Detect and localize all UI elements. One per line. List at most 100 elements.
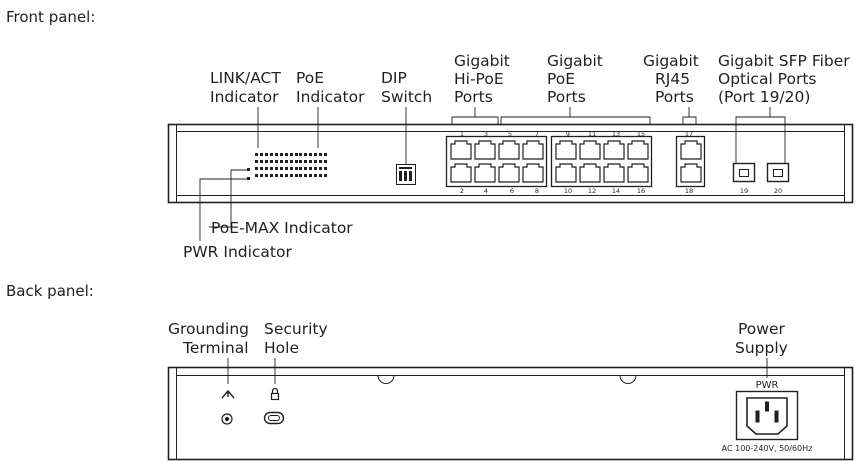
port-number: 6	[509, 187, 515, 195]
sfp-ports-label-line3: (Port 19/20)	[718, 88, 811, 106]
poe-led	[304, 153, 307, 156]
rj45-ports-label-line1: Gigabit	[643, 52, 699, 70]
port-number: 17	[684, 130, 694, 138]
poe-led	[314, 153, 317, 156]
link-act-led	[275, 153, 278, 156]
poe-led	[309, 167, 312, 170]
link-act-led	[285, 174, 288, 177]
poe-max-indicator-label: PoE-MAX Indicator	[211, 219, 353, 237]
poe-led	[314, 160, 317, 163]
rj45-port	[555, 163, 577, 183]
rj45-port	[498, 140, 520, 160]
rj45-port	[680, 140, 702, 160]
poe-indicator-label-line1: PoE	[296, 69, 325, 87]
link-act-led	[270, 167, 273, 170]
port-number: 1	[459, 130, 465, 138]
link-act-led	[255, 167, 258, 170]
poe-led	[314, 174, 317, 177]
sfp-ports-label-line1: Gigabit SFP Fiber	[718, 52, 850, 70]
dip-switch-icon	[396, 164, 416, 185]
dip-switch-label-line1: DIP	[381, 69, 407, 87]
rj45-port-block	[675, 135, 706, 188]
rj45-port	[498, 163, 520, 183]
ac-spec-label: AC 100-240V, 50/60Hz	[721, 444, 813, 453]
link-act-led	[260, 160, 263, 163]
link-act-led	[295, 167, 298, 170]
rj45-port-block	[445, 135, 548, 188]
port-number: 9	[565, 130, 571, 138]
port-number: 8	[534, 187, 540, 195]
back-leaders	[227, 358, 768, 384]
port-number: 7	[534, 130, 540, 138]
poe-max-led	[247, 168, 250, 171]
link-act-led	[260, 167, 263, 170]
poe-ports-label-line3: Ports	[547, 88, 586, 106]
link-act-led	[280, 167, 283, 170]
poe-led	[299, 153, 302, 156]
power-inlet-icon	[735, 390, 799, 441]
pwr-led	[247, 177, 250, 180]
pwr-port-label: PWR	[755, 380, 779, 391]
security-hole-label-line1: Security	[264, 320, 328, 338]
rj45-port	[450, 163, 472, 183]
dip-switch-label-line2: Switch	[381, 88, 433, 106]
link-act-led	[295, 153, 298, 156]
port-number: 2	[459, 187, 465, 195]
rj45-port	[450, 140, 472, 160]
rj45-port	[579, 140, 601, 160]
rj45-ports-label-line2: RJ45	[655, 70, 691, 88]
rj45-port	[627, 140, 649, 160]
callout-leaders	[199, 107, 786, 241]
link-act-led	[285, 160, 288, 163]
port-number: 10	[563, 187, 573, 195]
sfp-port-number: 20	[773, 187, 783, 195]
port-number: 12	[587, 187, 597, 195]
rj45-port	[680, 163, 702, 183]
link-act-label-line1: LINK/ACT	[210, 69, 281, 87]
sfp-ports-label-line2: Optical Ports	[718, 70, 817, 88]
link-act-led	[280, 153, 283, 156]
rj45-port-blocks	[445, 135, 706, 188]
poe-led	[319, 153, 322, 156]
poe-led	[304, 167, 307, 170]
port-number: 4	[483, 187, 489, 195]
port-number: 11	[587, 130, 597, 138]
link-act-led	[265, 153, 268, 156]
link-act-led	[270, 153, 273, 156]
link-act-led	[260, 153, 263, 156]
port-number: 5	[507, 130, 513, 138]
link-act-led	[255, 174, 258, 177]
poe-indicator-label-line2: Indicator	[296, 88, 365, 106]
poe-led	[309, 160, 312, 163]
hipoe-ports-label-line3: Ports	[454, 88, 493, 106]
back-panel-heading: Back panel:	[6, 282, 94, 300]
poe-led	[324, 153, 327, 156]
rj45-port-block	[550, 135, 653, 188]
port-number: 18	[684, 187, 694, 195]
poe-led	[304, 160, 307, 163]
link-act-led	[290, 160, 293, 163]
link-act-led	[280, 160, 283, 163]
poe-led	[299, 174, 302, 177]
link-act-led	[265, 167, 268, 170]
poe-led	[304, 174, 307, 177]
link-act-led	[275, 174, 278, 177]
link-act-led	[265, 160, 268, 163]
sfp-port-20	[766, 162, 790, 183]
rj45-port	[579, 163, 601, 183]
link-act-led	[295, 174, 298, 177]
back-chassis	[167, 366, 854, 461]
poe-led	[324, 167, 327, 170]
port-number: 16	[636, 187, 646, 195]
power-supply-label-line1: Power	[738, 320, 785, 338]
link-act-led	[290, 167, 293, 170]
link-act-led	[265, 174, 268, 177]
security-hole-label-line2: Hole	[264, 339, 299, 357]
power-supply-label-line2: Supply	[735, 339, 788, 357]
poe-led	[319, 160, 322, 163]
pwr-indicator-label: PWR Indicator	[183, 243, 292, 261]
led-indicator-grid	[247, 153, 327, 180]
poe-led	[319, 167, 322, 170]
rj45-port	[474, 140, 496, 160]
